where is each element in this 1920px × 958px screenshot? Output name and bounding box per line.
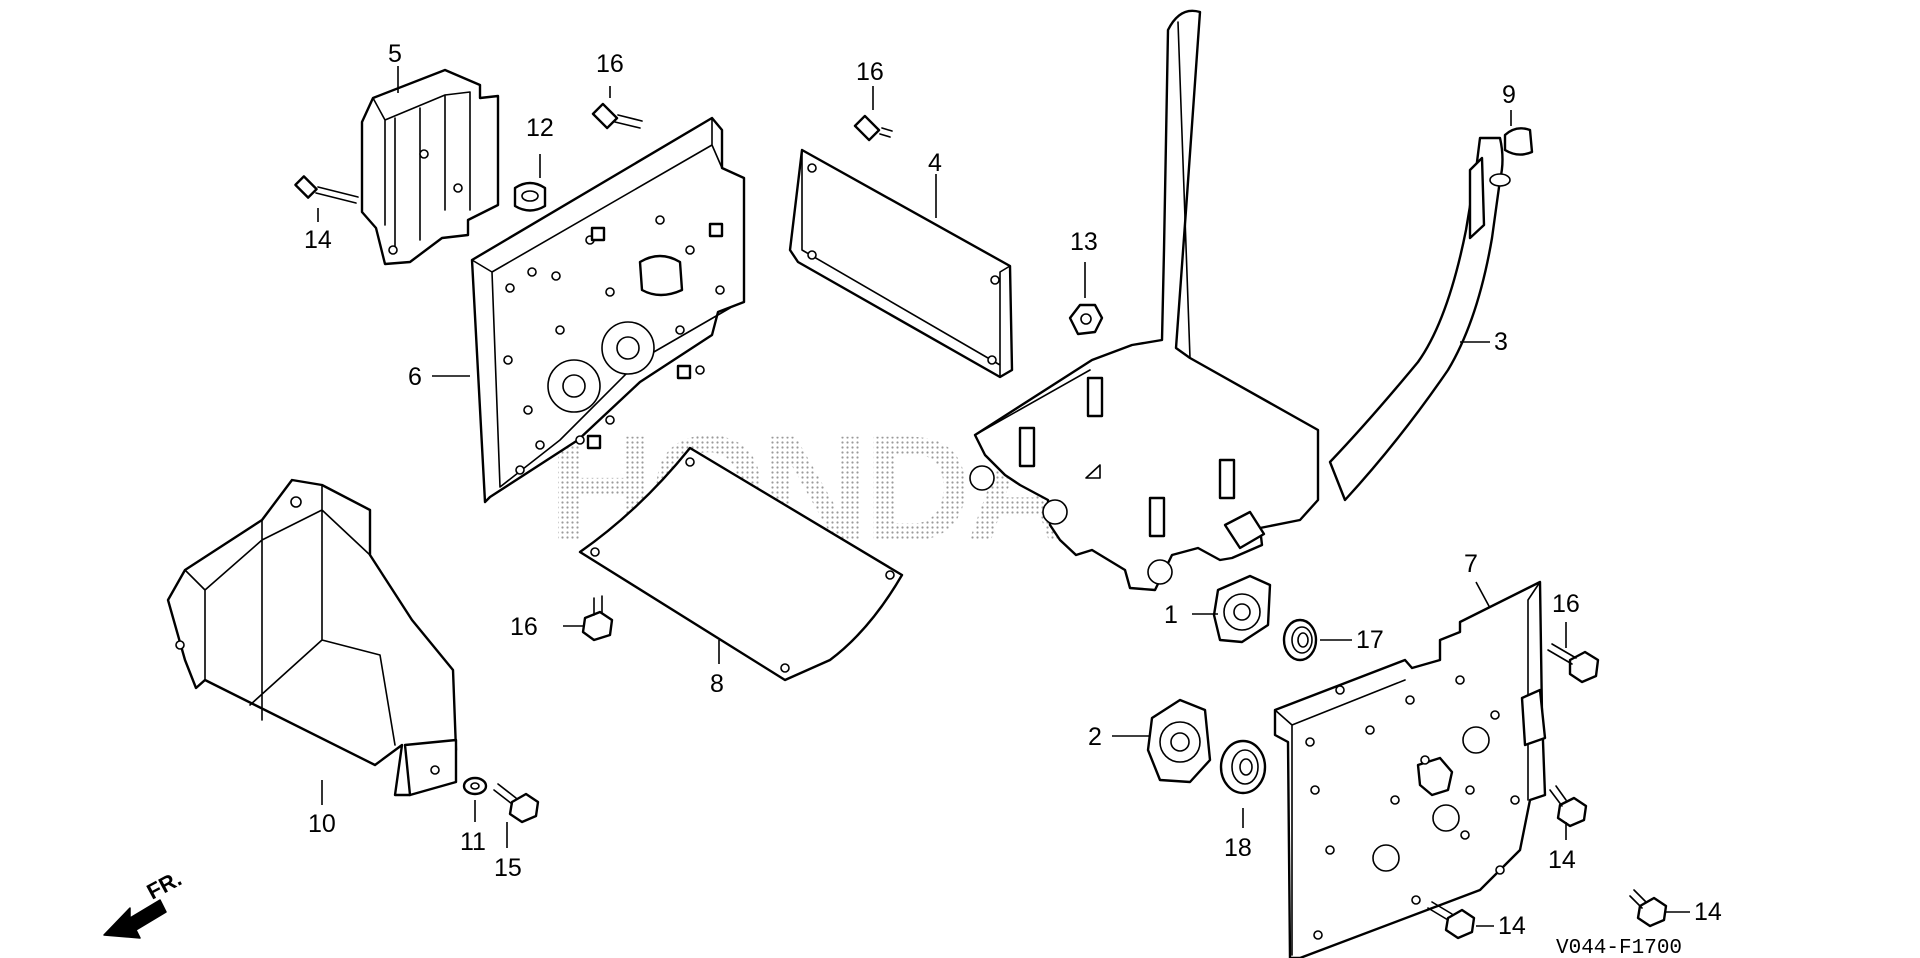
- part-17-bearing: [1282, 618, 1318, 662]
- part-3-frame: [969, 9, 1511, 592]
- part-9-cap: [1503, 127, 1534, 156]
- callout-11: 11: [460, 828, 486, 856]
- bolt-16-b: [853, 114, 893, 142]
- callout-7: 7: [1464, 550, 1478, 578]
- callout-17: 17: [1356, 626, 1384, 654]
- bolt-16-c: [581, 595, 614, 642]
- part-4-plate: [788, 148, 1014, 379]
- bolt-14-d: [1629, 889, 1668, 928]
- callout-18: 18: [1224, 834, 1252, 862]
- bolt-14-b: [1549, 785, 1588, 828]
- callout-16-b: 16: [856, 58, 884, 86]
- washer-11: [462, 776, 488, 796]
- callout-6: 6: [408, 363, 422, 391]
- front-label: FR.: [143, 866, 186, 905]
- part-18-bearing: [1219, 739, 1267, 795]
- callout-16-a: 16: [596, 50, 624, 78]
- callout-8: 8: [710, 670, 724, 698]
- front-arrow-icon: [103, 899, 167, 939]
- leader-lines: [317, 66, 1690, 927]
- part-2-holder: [1146, 698, 1212, 784]
- callout-14-d: 14: [1694, 898, 1722, 926]
- callout-3: 3: [1494, 328, 1508, 356]
- callout-2: 2: [1088, 723, 1102, 751]
- diagram-code: V044-F1700: [1556, 937, 1682, 958]
- bolt-16-a: [591, 102, 643, 130]
- part-7-side-plate: [1273, 580, 1547, 958]
- part-12-collar: [513, 181, 547, 212]
- callout-16-c: 16: [510, 613, 538, 641]
- part-8-gasket: [578, 446, 904, 682]
- callout-12: 12: [526, 114, 554, 142]
- callout-labels: 5 16 12 14 6 16 4 13 9 3 1 17 7 16 2 18 …: [304, 40, 1722, 940]
- callout-13: 13: [1070, 228, 1098, 256]
- bolt-14-c: [1427, 901, 1476, 940]
- callout-10: 10: [308, 810, 336, 838]
- part-10-cover: [166, 478, 458, 797]
- bolt-14-a: [294, 175, 359, 204]
- front-direction-indicator: FR.: [103, 866, 186, 939]
- callout-15: 15: [494, 854, 522, 882]
- part-6-side-plate: [470, 116, 746, 504]
- callout-4: 4: [928, 149, 942, 177]
- callout-14-c: 14: [1498, 912, 1526, 940]
- bolt-16-d: [1547, 643, 1600, 684]
- callout-14-a: 14: [304, 226, 332, 254]
- part-1-holder: [1212, 574, 1272, 644]
- callout-14-b: 14: [1548, 846, 1576, 874]
- part-5-bracket: [360, 68, 500, 266]
- callout-1: 1: [1164, 601, 1178, 629]
- callout-5: 5: [388, 40, 402, 68]
- callout-16-d: 16: [1552, 590, 1580, 618]
- bolt-15: [493, 783, 540, 824]
- part-13-nut: [1068, 303, 1104, 336]
- callout-9: 9: [1502, 81, 1516, 109]
